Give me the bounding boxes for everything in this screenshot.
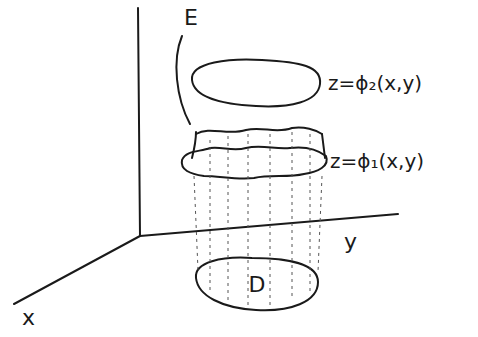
projection-line — [318, 176, 322, 272]
region-label: E — [184, 6, 198, 30]
surface-label: z=ϕ₁(x,y) — [330, 150, 424, 172]
region-top-wavy — [196, 127, 322, 134]
axis-label: y — [344, 230, 357, 254]
projection-line — [248, 134, 249, 306]
z-axis — [138, 8, 140, 236]
projection-line — [310, 134, 311, 292]
y-axis — [140, 214, 398, 236]
lower-surface — [182, 147, 327, 179]
projection-line — [228, 136, 229, 300]
axis-label: x — [22, 306, 35, 330]
x-axis — [14, 236, 140, 304]
region-name: D — [249, 272, 266, 297]
surface-label: z=ϕ₂(x,y) — [328, 72, 422, 94]
leader-line — [176, 36, 190, 124]
projection-line — [210, 140, 211, 290]
region-node: D — [207, 264, 307, 304]
region-side — [192, 132, 196, 158]
upper-surface — [192, 60, 320, 107]
projection-line — [292, 132, 293, 300]
projection-line — [194, 176, 198, 270]
projection-line — [270, 134, 271, 306]
projection-region — [196, 258, 318, 311]
region-side — [322, 134, 325, 158]
